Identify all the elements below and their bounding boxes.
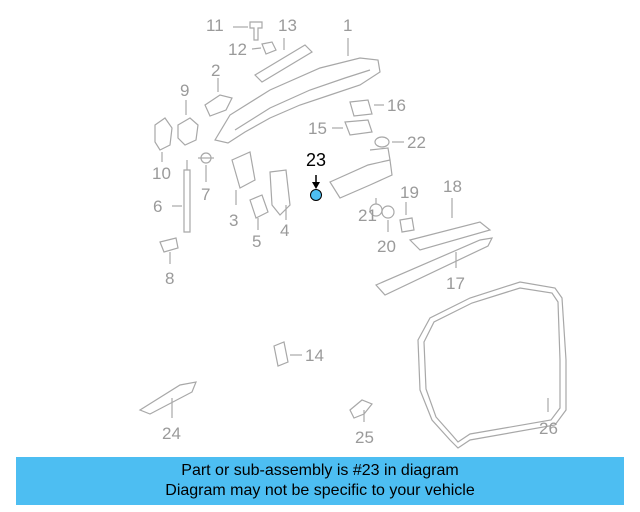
part-12-shape [261,41,277,55]
callout-13: 13 [278,16,297,35]
callout-2: 2 [211,61,221,80]
part-16-shape [349,99,373,117]
part-17-shape [374,237,494,296]
latch-assembly-shape [329,159,393,199]
part-22-shape [374,136,390,148]
part-14-shape [273,341,289,367]
banner-line-2: Diagram may not be specific to your vehi… [165,482,475,499]
part-23-arrow [312,182,320,189]
part-25-shape [349,399,373,419]
callout-9: 9 [180,81,190,100]
callout-3: 3 [229,211,239,230]
part-24-shape [138,381,197,415]
part-15-shape [344,119,373,136]
callout-23: 23 [306,150,327,170]
callout-22: 22 [407,133,426,152]
part-3-shape [231,151,256,189]
part-4-shape [269,169,291,216]
part-19-shape [399,217,415,233]
part-5-shape [249,194,269,219]
callout-19: 19 [400,183,419,202]
callout-5: 5 [252,232,262,251]
callout-17: 17 [446,274,465,293]
part-9-shape [177,117,199,146]
callout-26: 26 [539,419,558,438]
callout-15: 15 [308,119,327,138]
callout-7: 7 [201,185,211,204]
callout-18: 18 [443,177,462,196]
callout-14: 14 [305,346,324,365]
parts-diagram: 11 13 1 12 2 9 16 15 22 23 10 7 18 19 6 … [138,16,567,449]
part-20-shape [381,205,395,219]
callout-16: 16 [387,96,406,115]
part-1-shape [214,57,381,144]
info-banner: Part or sub-assembly is #23 in diagram D… [16,457,624,505]
callout-21: 21 [358,206,377,225]
part-10-shape [154,117,173,151]
callout-11: 11 [206,16,224,35]
callout-6: 6 [153,197,163,216]
part-13-shape [254,44,313,83]
parts-drawing [138,21,567,449]
callout-8: 8 [165,269,175,288]
part-23-shape [310,189,322,201]
callout-25: 25 [355,428,374,447]
callout-1: 1 [343,16,353,35]
part-8-shape [159,237,179,253]
callout-24: 24 [162,424,181,443]
part-2-shape [204,94,233,117]
part-6-shape [183,169,191,233]
callout-12: 12 [228,40,247,59]
callout-20: 20 [377,237,396,256]
part-18-shape [408,221,492,251]
callout-4: 4 [280,221,290,240]
callout-10: 10 [152,164,171,183]
part-26-shape [417,281,567,449]
banner-line-1: Part or sub-assembly is #23 in diagram [181,462,459,479]
part-11-shape [249,21,263,41]
